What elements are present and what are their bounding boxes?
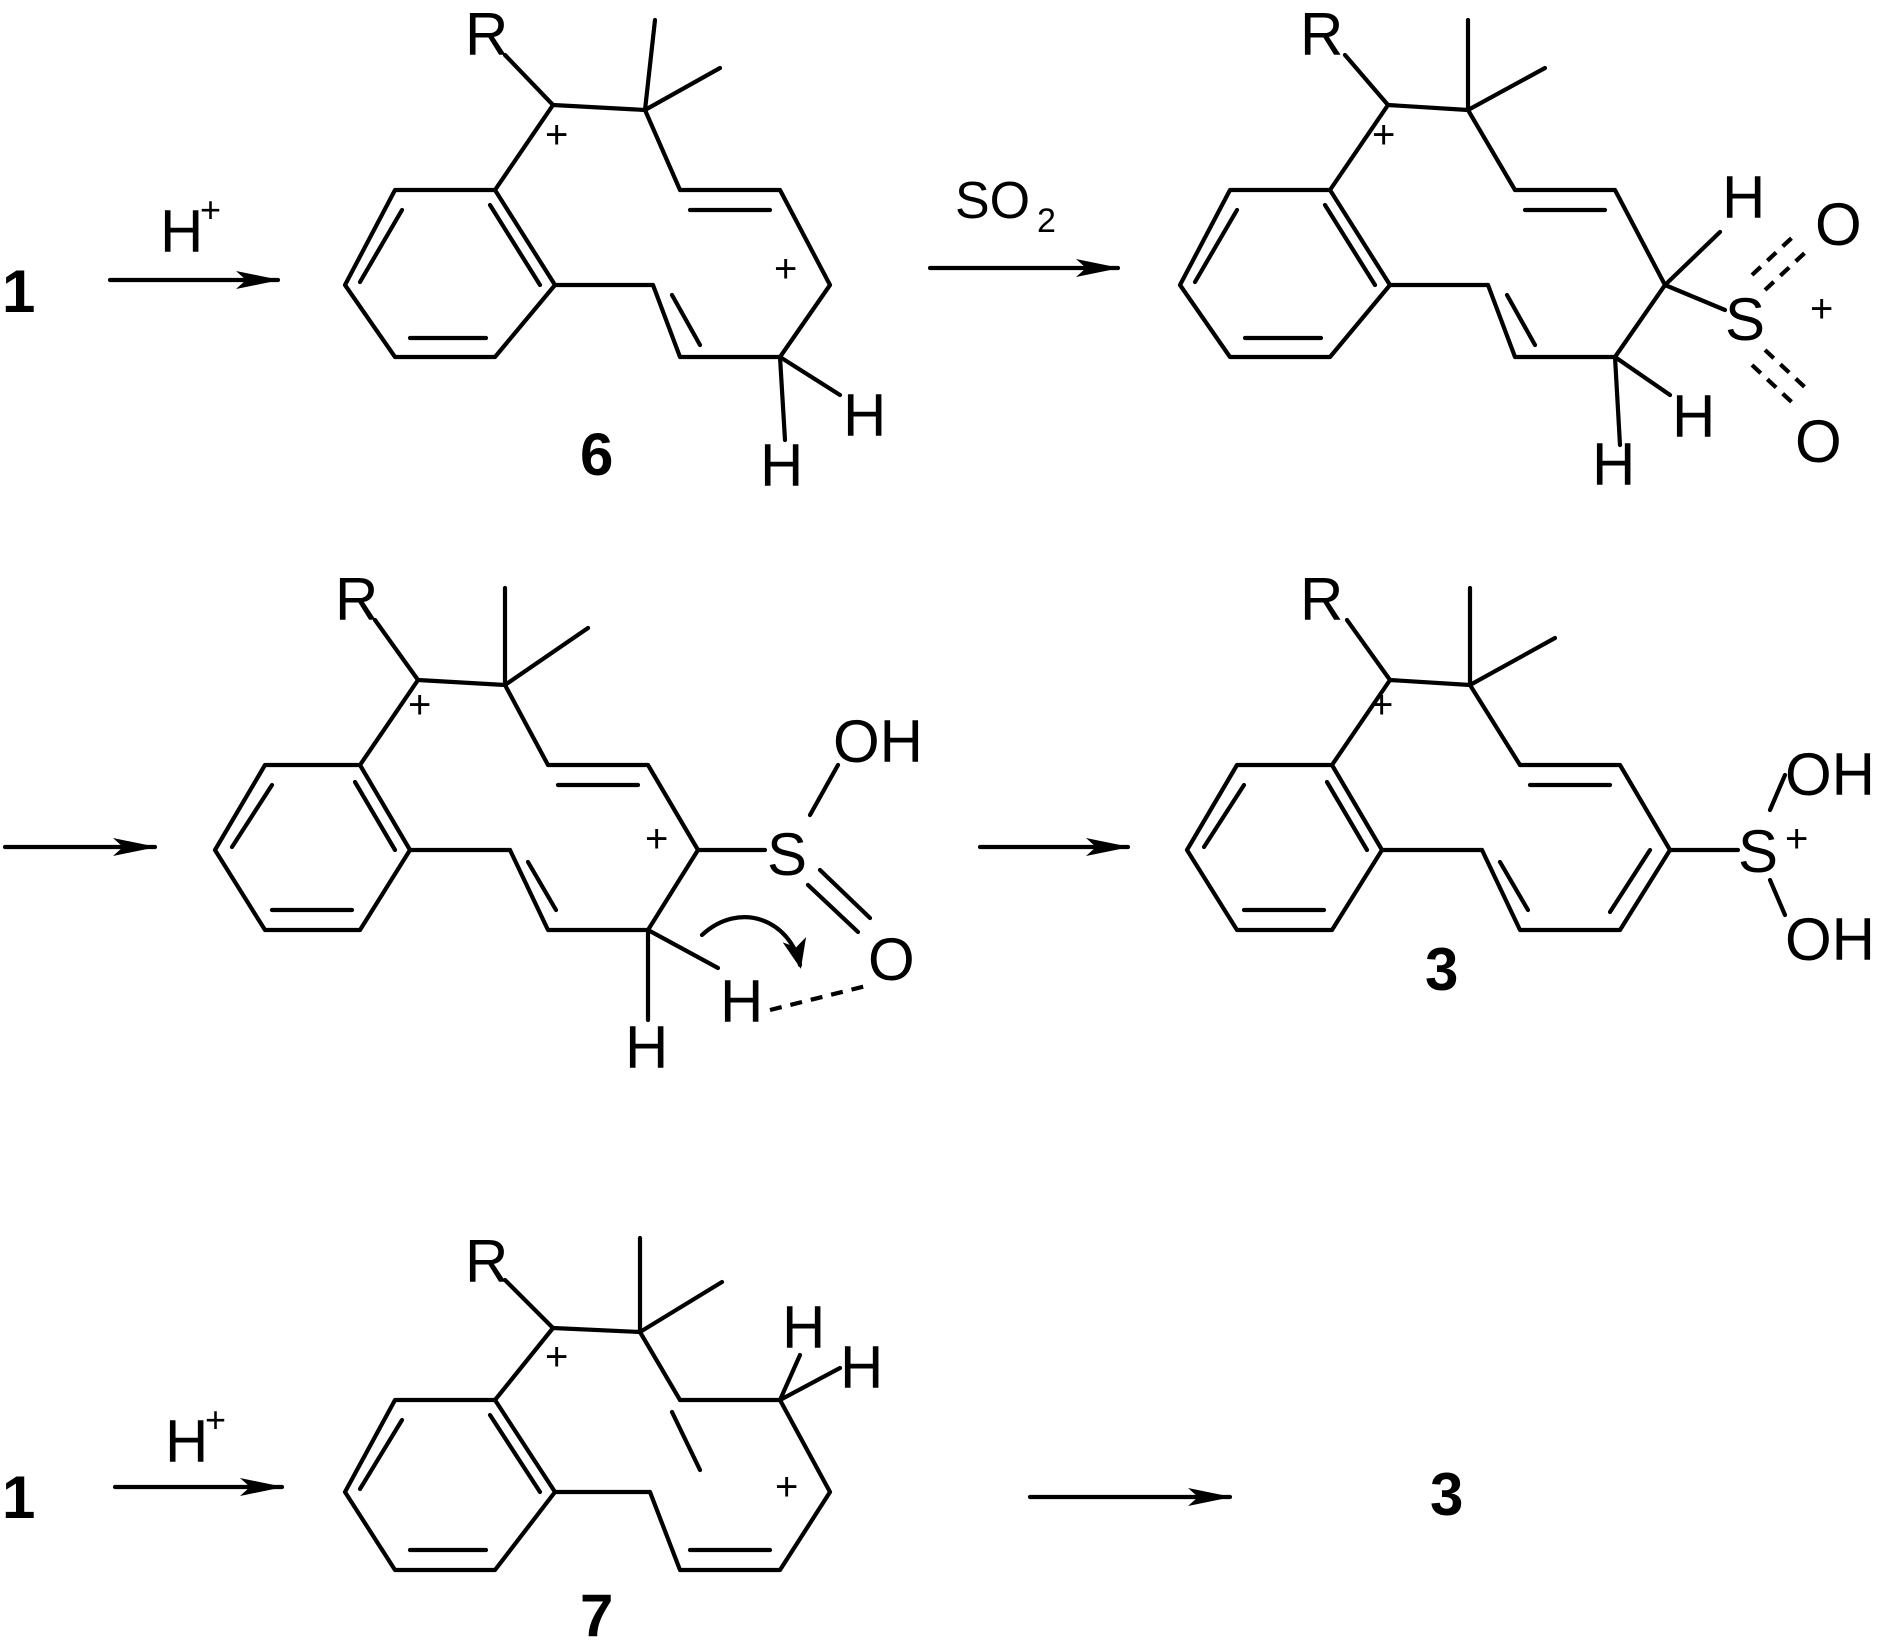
carbocation-charge: + [1370,683,1393,727]
benzo-ring [1177,187,1393,360]
molecule-so2-adduct: R + H S + O O H H [1177,1,1862,498]
sulfur-charge: + [1810,287,1833,331]
benzo-ring-inner-bonds [357,202,543,341]
arrow-protonation-2: H + [112,1399,285,1496]
s-o-double-bond [805,867,873,935]
benzo-ring-inner-bonds [1192,202,1378,341]
benzo-ring [212,762,413,933]
benzo-ring-inner-bonds [357,1412,543,1553]
hydrogen-atom: H [1722,164,1765,231]
substituent-bonds [502,1235,725,1335]
row-1: 1 H + R + + H H 6 SO 2 [2,1,1862,499]
right-ring-bonds [1485,187,1668,360]
hydroxyl-group: OH [1785,741,1875,808]
ring-cation-charge: + [645,817,668,861]
r-group: R [465,1,508,68]
benzo-ring [342,187,558,360]
compound-1-label: 1 [2,1464,35,1531]
oxygen-atom: O [1815,191,1862,258]
carbocation-charge: + [1372,113,1395,157]
benzo-ring [342,1397,558,1573]
row-3: 1 H + R + + H H 7 3 [2,1228,1463,1641]
r-group: R [1300,1,1343,68]
benzo-ring-inner-bonds [229,779,398,913]
sulfur-atom: S [767,821,807,888]
r-group: R [465,1228,508,1295]
substituent-bonds [372,585,591,688]
central-ring-bonds [492,102,683,288]
hydrogen-atom: H [1672,383,1715,450]
compound-7-label: 7 [580,1582,613,1641]
oxygen-atom: O [868,926,915,993]
reagent-proton: H [165,1408,208,1475]
carbocation-charge: + [545,113,568,157]
sulfur-atom: S [1738,818,1778,885]
molecule-sulfinyl-intermediate: R + + S OH O H H [212,566,923,1081]
sulfur-charge: + [1785,817,1808,861]
hydrogen-atom: H [843,382,886,449]
benzo-ring [1184,762,1385,933]
s-o-partial-bond [1750,348,1812,409]
reagent-proton-charge: + [200,189,221,230]
arrow-so2-addition: SO 2 [927,172,1121,277]
central-ring-bonds [492,1325,683,1495]
s-o-partial-bond [1750,231,1812,292]
hydroxyl-group: OH [1785,906,1875,973]
curved-electron-arrow [699,915,807,969]
molecule-6: R + + H H 6 [342,1,886,499]
right-ring-double-bonds [525,782,641,913]
right-ring-bonds [647,1397,833,1573]
ring-cation-charge: + [775,1465,798,1509]
hydrogen-atom: H [720,968,763,1035]
compound-6-label: 6 [580,421,613,488]
substituent-bonds [1342,17,1548,113]
row-2: R + + S OH O H H R + S + OH OH 3 [2,566,1875,1081]
right-ring-double-bonds [669,207,773,348]
ch2-bonds [645,927,721,1023]
compound-3-label: 3 [1430,1461,1463,1528]
compound-3-label: 3 [1425,936,1458,1003]
r-group: R [335,566,378,633]
hydrogen-atom: H [760,432,803,499]
ch2-bonds [1612,354,1673,448]
reagent-so2-subscript: 2 [1037,202,1056,240]
arrow-protonation-1: H + [107,189,281,289]
central-ring-bonds [1329,677,1523,853]
carbocation-charge: + [408,683,431,727]
reagent-proton: H [160,198,203,265]
central-ring-bonds [357,677,551,853]
molecule-3: R + S + OH OH 3 [1184,566,1875,1003]
right-ring-bonds [1479,762,1673,933]
right-ring-double-bonds [669,1409,773,1553]
right-ring-bonds [507,762,701,933]
carbocation-charge: + [545,1335,568,1379]
r-group: R [1300,566,1343,633]
hydrogen-atom: H [1592,431,1635,498]
sulfur-bonds [1662,229,1728,313]
benzo-ring-inner-bonds [1201,779,1370,913]
s-oh-bonds [1767,772,1788,918]
compound-1-label: 1 [2,258,35,325]
hydrogen-bond [769,982,871,1013]
reagent-so2: SO [955,172,1030,230]
molecule-7: R + + H H 7 [342,1228,883,1641]
right-ring-double-bonds [1504,207,1608,348]
central-ring-bonds [1327,102,1518,288]
sulfur-atom: S [1725,286,1765,353]
hydroxyl-group: OH [833,708,923,775]
substituent-bonds [1344,585,1558,688]
right-ring-double-bonds [1497,782,1653,915]
substituent-bonds [502,17,723,113]
hydrogen-atom: H [625,1014,668,1081]
oxygen-atom: O [1795,408,1842,475]
reagent-proton-charge: + [205,1399,226,1440]
ch2-bonds [777,354,843,443]
right-ring-bonds [650,187,833,360]
s-oh-bond [807,762,841,818]
hydrogen-atom: H [840,1334,883,1401]
hydrogen-atom: H [782,1294,825,1361]
ch2-bonds [777,1352,843,1403]
ring-cation-charge: + [774,247,797,291]
